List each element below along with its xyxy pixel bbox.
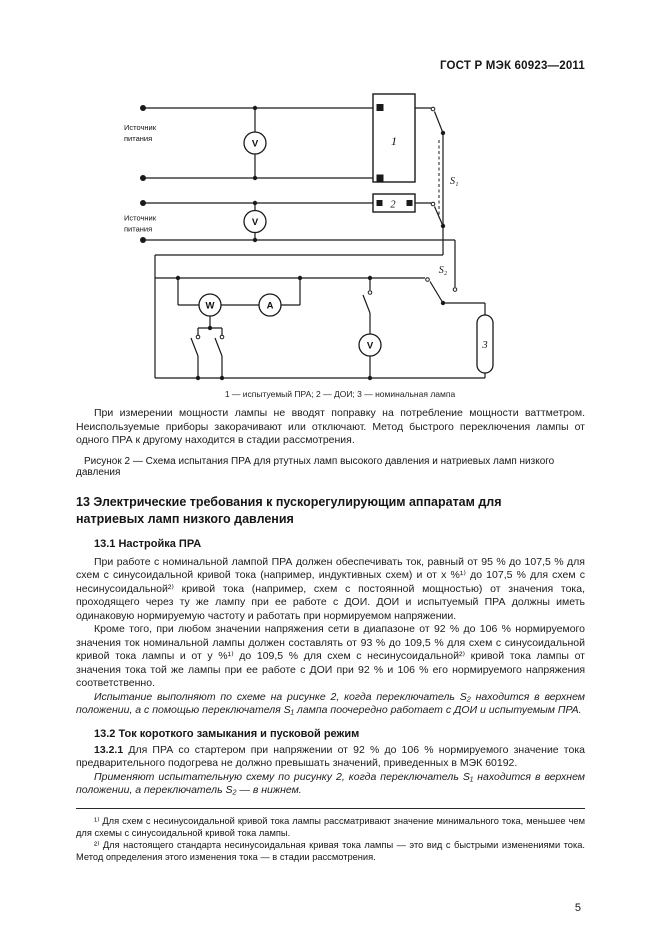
footnote-2: ²⁾ Для настоящего стандарта несинусоидал… (76, 839, 585, 862)
power-source-1-label: Источник питания (124, 123, 157, 143)
block2-digit: 2 (390, 200, 396, 211)
source2-label-line2: питания (124, 225, 152, 234)
circuit-wires (143, 107, 486, 379)
section-13-1-heading: 13.1 Настройка ПРА (94, 537, 202, 550)
paragraph-13-1-a: При работе с номинальной лампой ПРА долж… (76, 555, 585, 622)
junction-dots (175, 105, 446, 381)
standard-number: ГОСТ Р МЭК 60923—2011 (439, 60, 585, 72)
page-number: 5 (574, 902, 581, 914)
switch-contacts (195, 106, 458, 340)
paragraph-13-1-b: Кроме того, при любом значении напряжени… (76, 623, 585, 689)
ballast-under-test-block: 1 (372, 93, 416, 183)
source1-label-line1: Источник (124, 123, 157, 132)
lamp-digit: 3 (481, 340, 487, 351)
figure-2-block: Источник питания Источник питания V V (110, 88, 570, 399)
clause-13-2-1-number: 13.2.1 (94, 743, 124, 756)
figure-legend: 1 — испытуемый ПРА; 2 — ДОИ; 3 — номинал… (224, 389, 456, 399)
ammeter: A (258, 293, 282, 317)
clause-13-2-1-text: Для ПРА со стартером при напряжении от 9… (76, 743, 585, 770)
supply-terminals (140, 105, 146, 243)
voltmeter-1-letter: V (252, 139, 259, 150)
ammeter-letter: A (267, 301, 274, 312)
source2-label-line1: Источник (124, 214, 157, 223)
footnote-1: ¹⁾ Для схем с несинусоидальной кривой то… (76, 815, 585, 838)
reference-lamp: 3 (476, 314, 494, 374)
wattmeter-letter: W (206, 301, 215, 312)
power-source-2-label: Источник питания (124, 214, 157, 234)
voltmeter-3: V (358, 333, 382, 357)
voltmeter-2-letter: V (252, 217, 259, 228)
voltmeter-2: V (243, 209, 267, 234)
switch-blades (190, 111, 444, 357)
voltmeter-3-letter: V (367, 341, 374, 352)
page-content: ГОСТ Р МЭК 60923—2011 (76, 60, 585, 863)
figure-caption: Рисунок 2 — Схема испытания ПРА для ртут… (76, 455, 555, 478)
paragraph-measurement-note: При измерении мощности лампы не вводят п… (76, 407, 585, 446)
section-13-heading: 13 Электрические требования к пускорегул… (76, 494, 502, 526)
switch-s2-label: S₂ (439, 265, 448, 276)
switch-s1-label: S₁ (450, 176, 458, 187)
footnote-block: ¹⁾ Для схем с несинусоидальной кривой то… (76, 807, 585, 863)
block1-digit: 1 (391, 134, 397, 148)
wattmeter: W (198, 293, 222, 317)
paragraph-13-1-test-note: Испытание выполняют по схеме на рисунке … (76, 690, 585, 717)
paragraph-13-2-test-note: Применяют испытательную схему по рисунку… (76, 770, 585, 797)
paragraph-13-2-1: 13.2.1 Для ПРА со стартером при напряжен… (76, 744, 585, 771)
reference-ballast-block: 2 (372, 193, 416, 213)
circuit-diagram: Источник питания Источник питания V V (124, 93, 494, 381)
source1-label-line2: питания (124, 134, 152, 143)
document-header: ГОСТ Р МЭК 60923—2011 (76, 60, 585, 72)
section-13-2-heading: 13.2 Ток короткого замыкания и пусковой … (94, 727, 360, 740)
voltmeter-1: V (243, 131, 267, 155)
